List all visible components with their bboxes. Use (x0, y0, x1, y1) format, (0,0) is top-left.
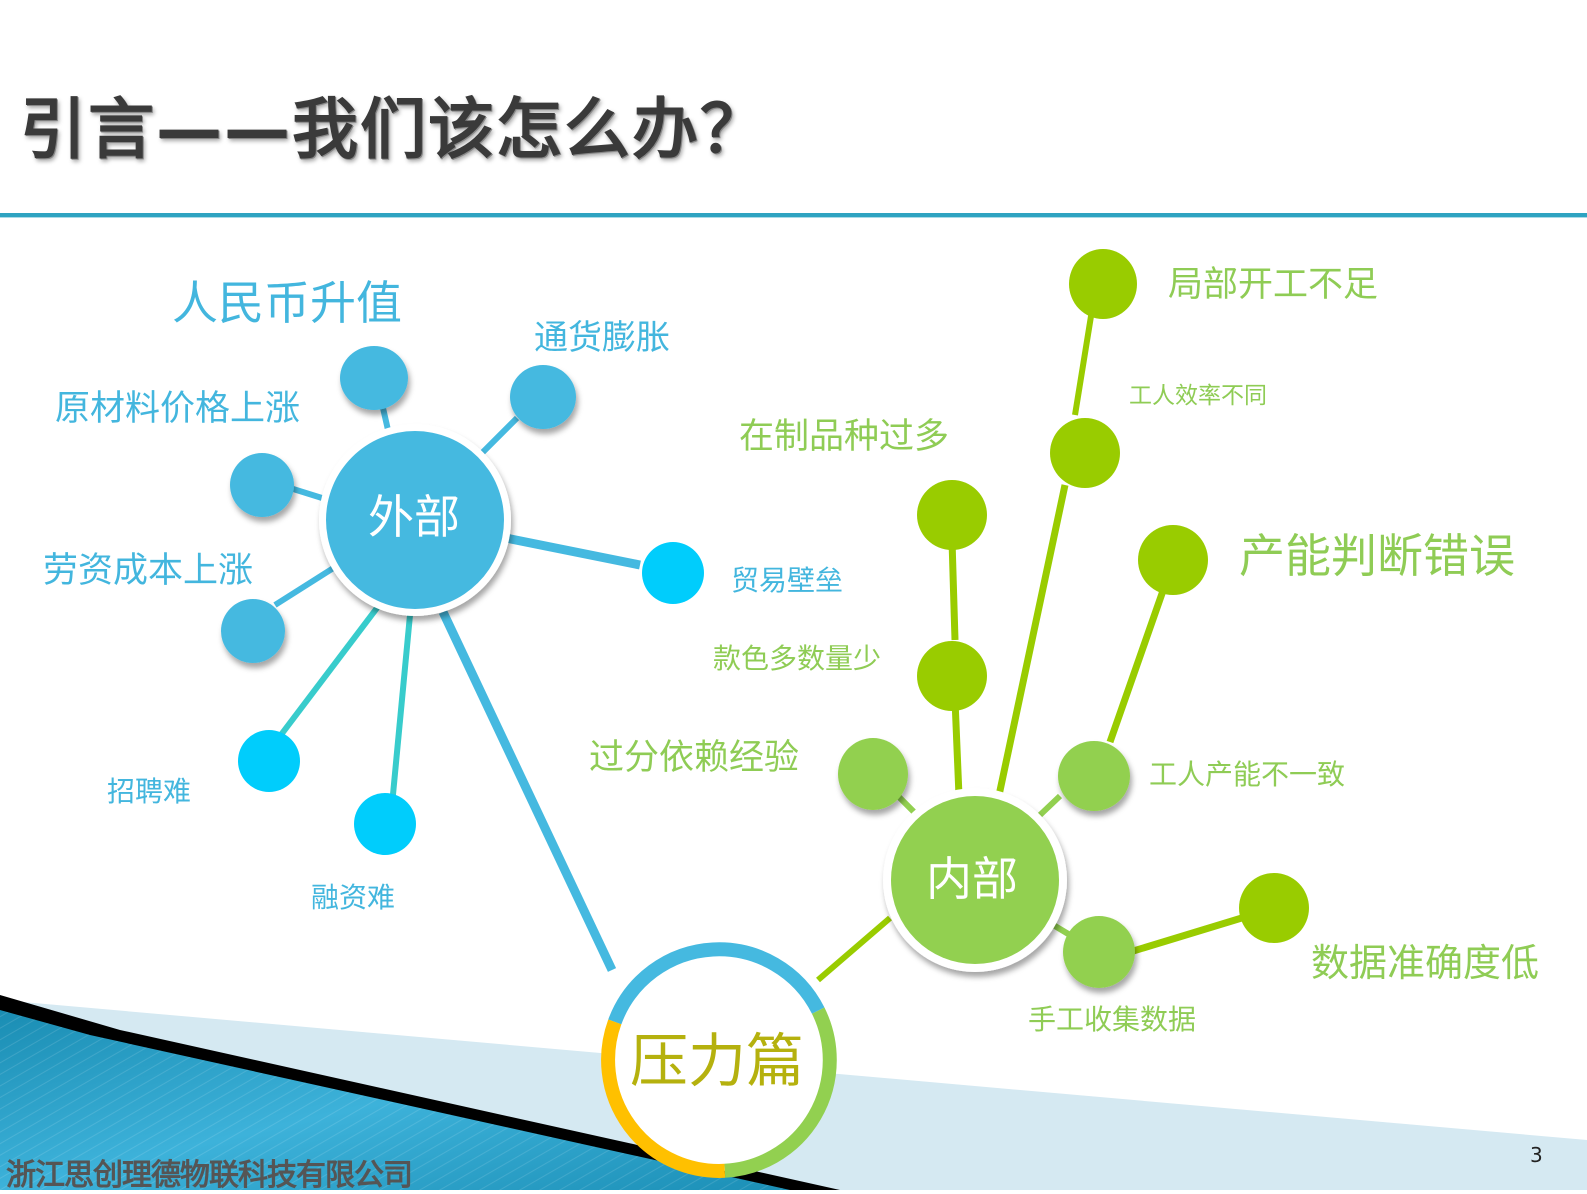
title-divider (0, 213, 1587, 218)
label-low-data-accuracy: 数据准确度低 (1311, 941, 1540, 985)
label-inconsistent-capacity: 工人产能不一致 (1149, 758, 1346, 791)
external-hub (326, 431, 504, 609)
node-capacity-misjudgment (1138, 525, 1208, 595)
node-many-styles-small-qty (917, 641, 987, 711)
node-manual-data-collection (1063, 916, 1135, 988)
node-worker-efficiency (1050, 418, 1120, 488)
node-partial-underutilization (1069, 249, 1137, 319)
label-raw-material-price: 原材料价格上涨 (55, 389, 301, 429)
node-financing (354, 793, 416, 855)
node-inconsistent-capacity (1058, 741, 1130, 811)
label-over-reliance-experience: 过分依赖经验 (589, 738, 800, 778)
node-over-reliance-experience (838, 738, 908, 810)
internal-hub-label: 内部 (926, 852, 1018, 906)
label-worker-efficiency: 工人效率不同 (1129, 383, 1267, 409)
label-inflation: 通货膨胀 (534, 318, 670, 358)
node-excess-wip (917, 480, 987, 550)
node-recruitment (238, 730, 300, 792)
internal-hub (891, 796, 1059, 964)
label-trade-barrier: 贸易壁垒 (731, 564, 844, 597)
center-label: 压力篇 (630, 1027, 805, 1095)
label-excess-wip: 在制品种过多 (739, 417, 950, 457)
node-low-data-accuracy (1239, 873, 1309, 943)
node-trade-barrier (642, 542, 704, 604)
label-labor-cost: 劳资成本上涨 (43, 551, 254, 591)
label-rmb-appreciation: 人民币升值 (172, 276, 402, 330)
center-ring (601, 942, 837, 1178)
label-financing: 融资难 (311, 881, 396, 914)
node-raw-material-price (230, 453, 294, 517)
label-many-styles-small-qty: 款色多数量少 (713, 642, 882, 675)
label-recruitment: 招聘难 (107, 775, 192, 808)
node-labor-cost (221, 599, 285, 663)
slide-title: 引言——我们该怎么办？ (20, 91, 768, 168)
label-manual-data-collection: 手工收集数据 (1028, 1003, 1197, 1036)
node-rmb-appreciation (340, 346, 408, 410)
label-capacity-misjudgment: 产能判断错误 (1239, 529, 1515, 583)
label-partial-underutilization: 局部开工不足 (1168, 265, 1379, 305)
node-inflation (510, 365, 576, 429)
footer-company-name: 浙江思创理德物联科技有限公司 (6, 1158, 413, 1193)
page-number: 3 (1530, 1143, 1543, 1167)
external-hub-label: 外部 (368, 490, 460, 544)
